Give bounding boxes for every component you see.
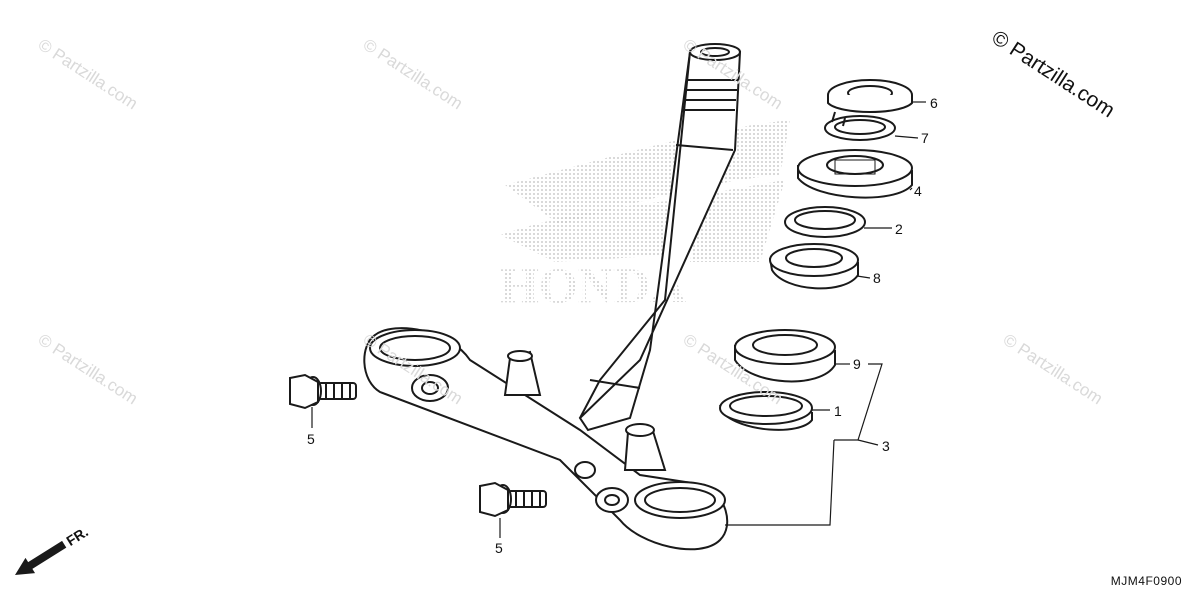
callout-1: 1 (834, 403, 842, 419)
diagram-code: MJM4F0900 (1110, 574, 1182, 588)
steering-stem (578, 43, 742, 432)
part-6-lock-nut (827, 79, 913, 113)
callout-6: 6 (930, 95, 938, 111)
part-2-dust-seal (784, 206, 866, 238)
part-4-adjusting-nut (797, 149, 913, 199)
front-direction-arrow: FR. (15, 523, 91, 575)
callout-3: 3 (882, 438, 890, 454)
honda-logo-text: HONDA (500, 257, 686, 313)
bolt-5-left (289, 373, 357, 410)
part-1-lower-dust-seal (719, 391, 813, 431)
callout-9: 9 (853, 356, 861, 372)
callout-4: 4 (914, 183, 922, 199)
callout-5-left: 5 (307, 431, 315, 447)
lower-bracket (363, 327, 729, 551)
arrow-icon (15, 540, 67, 575)
callout-5-lower: 5 (495, 540, 503, 556)
part-7-lock-washer (824, 111, 896, 141)
callout-8: 8 (873, 270, 881, 286)
honda-wing-logo: HONDA (500, 120, 790, 313)
callout-2: 2 (895, 221, 903, 237)
part-8-upper-bearing (769, 243, 859, 290)
callouts: 6 7 4 2 8 9 1 3 5 5 (307, 95, 938, 556)
callout-7: 7 (921, 130, 929, 146)
bolt-5-lower (479, 481, 547, 518)
leader-lines (311, 101, 926, 538)
part-9-lower-bearing (734, 329, 836, 383)
direction-label: FR. (63, 523, 91, 549)
